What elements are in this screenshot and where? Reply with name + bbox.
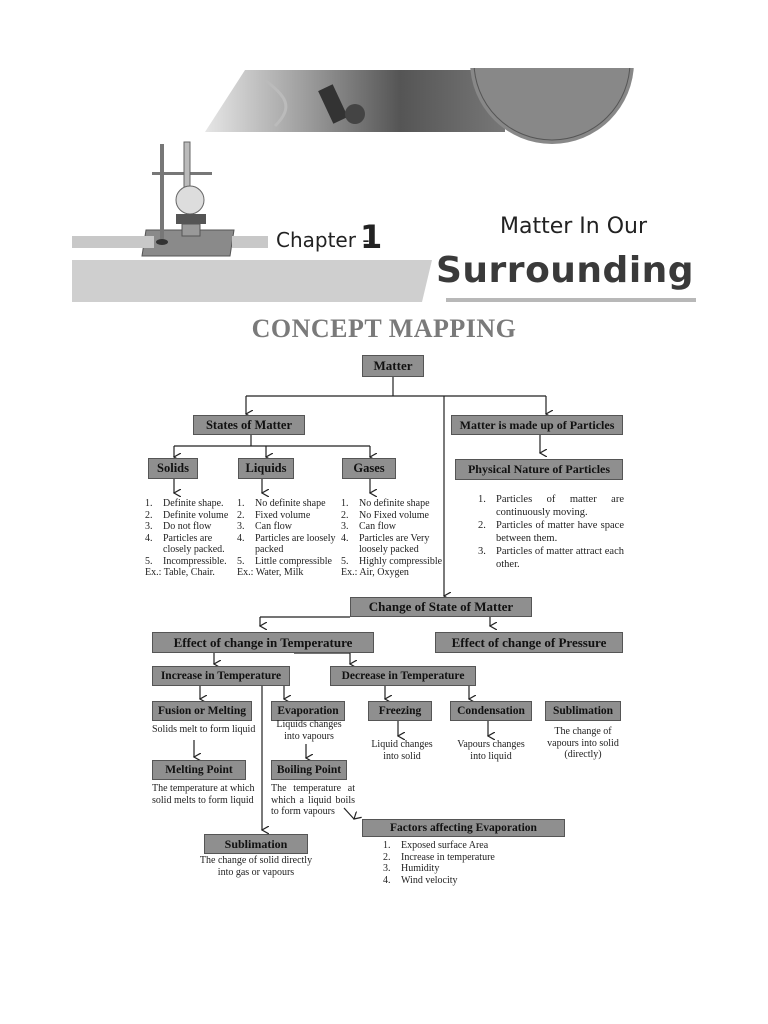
- gases-example: Ex.: Air, Oxygen: [341, 567, 409, 578]
- header-circle: [470, 61, 634, 144]
- node-states-of-matter: States of Matter: [193, 415, 305, 435]
- node-fusion-melting: Fusion or Melting: [152, 701, 252, 721]
- node-increase-temperature: Increase in Temperature: [152, 666, 290, 686]
- solids-example: Ex.: Table, Chair.: [145, 567, 215, 578]
- list-gases: 1.No definite shape 2.No Fixed volume 3.…: [341, 498, 443, 567]
- node-decrease-temperature: Decrease in Temperature: [330, 666, 476, 686]
- note-boiling-point: The temperature at which a liquid boils …: [271, 783, 355, 817]
- node-sublimation-bottom: Sublimation: [204, 834, 308, 854]
- note-sublimation-bottom: The change of solid directly into gas or…: [199, 855, 313, 878]
- chapter-number: 1: [360, 218, 383, 256]
- list-liquids: 1.No definite shape 2.Fixed volume 3.Can…: [237, 498, 336, 567]
- node-sublimation-right: Sublimation: [545, 701, 621, 721]
- node-condensation: Condensation: [450, 701, 532, 721]
- node-freezing: Freezing: [368, 701, 432, 721]
- chapter-title-line2: Surrounding: [436, 250, 695, 291]
- node-boiling-point: Boiling Point: [271, 760, 347, 780]
- note-sublimation-right: The change of vapours into solid (direct…: [547, 726, 619, 760]
- node-liquids: Liquids: [238, 458, 294, 479]
- note-fusion: Solids melt to form liquid: [152, 724, 256, 735]
- node-solids: Solids: [148, 458, 198, 479]
- list-particles: 1.Particles of matter are continuously m…: [478, 494, 624, 570]
- note-melting-point: The temperature at which solid melts to …: [152, 783, 255, 806]
- node-matter: Matter: [362, 355, 424, 377]
- liquids-example: Ex.: Water, Milk: [237, 567, 304, 578]
- note-evaporation: Liquids changes into vapours: [276, 719, 342, 742]
- node-gases: Gases: [342, 458, 396, 479]
- chapter-label: Chapter -: [276, 228, 370, 252]
- list-solids: 1.Definite shape. 2.Definite volume 3.Do…: [145, 498, 229, 567]
- node-effect-temperature: Effect of change in Temperature: [152, 632, 374, 653]
- node-factors-evaporation: Factors affecting Evaporation: [362, 819, 565, 837]
- header-photo-strip: [205, 70, 505, 132]
- chapter-title-line1: Matter In Our: [500, 214, 648, 239]
- node-change-of-state: Change of State of Matter: [350, 597, 532, 617]
- lab-stand-icon: [141, 141, 235, 257]
- note-condensation: Vapours changes into liquid: [457, 739, 525, 762]
- note-freezing: Liquid changes into solid: [371, 739, 433, 762]
- concept-mapping-title: CONCEPT MAPPING: [251, 314, 517, 343]
- node-melting-point: Melting Point: [152, 760, 246, 780]
- node-matter-particles: Matter is made up of Particles: [451, 415, 623, 435]
- list-factors: 1.Exposed surface Area 2.Increase in tem…: [383, 840, 495, 886]
- node-effect-pressure: Effect of change of Pressure: [435, 632, 623, 653]
- node-evaporation: Evaporation: [271, 701, 345, 721]
- node-physical-nature: Physical Nature of Particles: [455, 459, 623, 480]
